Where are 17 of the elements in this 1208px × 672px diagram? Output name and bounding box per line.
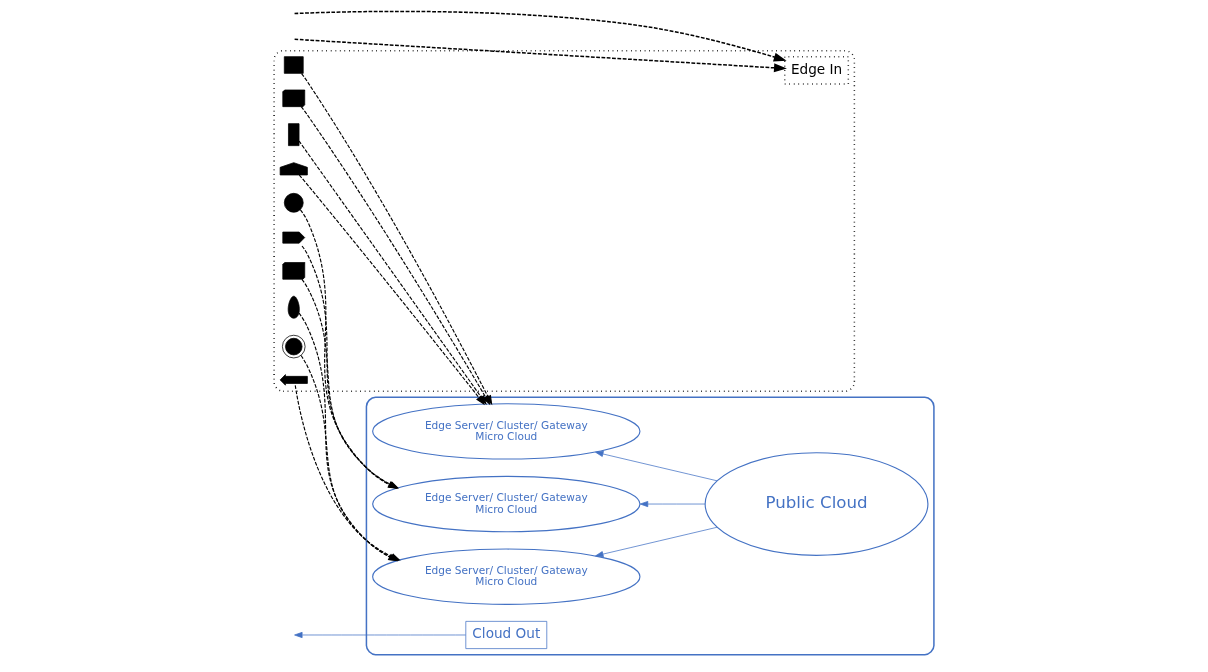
arrow	[294, 631, 467, 638]
node-phone	[288, 123, 300, 146]
node-box: Cloud Out	[465, 621, 548, 649]
arrow	[639, 501, 706, 508]
node-microphone	[287, 295, 300, 319]
node-ellipse: Edge Server/ Cluster/ Gateway Micro Cloud	[372, 475, 641, 533]
arrow	[293, 38, 787, 73]
node-tag	[282, 231, 306, 244]
node-pulse	[279, 374, 308, 386]
node-box: Edge In	[784, 55, 850, 85]
arrow	[293, 10, 787, 62]
node-car	[279, 162, 308, 176]
arrow	[595, 450, 718, 482]
node-clock	[283, 192, 304, 213]
arrow	[595, 526, 718, 558]
node-screen	[283, 56, 304, 74]
node-ellipse: Public Cloud	[704, 452, 929, 556]
